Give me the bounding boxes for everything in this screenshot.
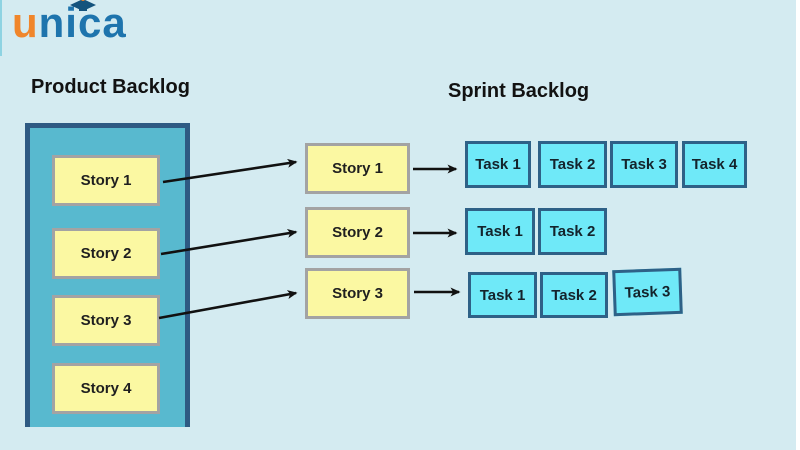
product-story-1: Story 1: [52, 155, 160, 206]
sprint1-task-3: Task 3: [610, 141, 678, 188]
right-edge-strip: [796, 0, 800, 450]
product-backlog-heading: Product Backlog: [31, 76, 190, 98]
sprint1-task-2: Task 2: [538, 141, 607, 188]
product-story-4: Story 4: [52, 363, 160, 414]
sprint1-task-4: Task 4: [682, 141, 747, 188]
sprint2-task-1: Task 1: [465, 208, 535, 255]
sprint2-task-2: Task 2: [538, 208, 607, 255]
sprint-story-2: Story 2: [305, 207, 410, 258]
product-story-2: Story 2: [52, 228, 160, 279]
sprint-story-3: Story 3: [305, 268, 410, 319]
sprint3-task-1: Task 1: [468, 272, 537, 318]
graduation-cap-icon: [70, 0, 96, 11]
sprint-story-1: Story 1: [305, 143, 410, 194]
sprint-backlog-heading: Sprint Backlog: [448, 80, 590, 102]
product-story-3: Story 3: [52, 295, 160, 346]
logo-letter-u: u: [12, 0, 39, 46]
sprint3-task-2: Task 2: [540, 272, 608, 318]
unica-logo: unica: [12, 0, 127, 46]
sprint3-task-3: Task 3: [612, 267, 683, 317]
sprint1-task-1: Task 1: [465, 141, 531, 188]
left-edge-sliver: [0, 0, 2, 56]
